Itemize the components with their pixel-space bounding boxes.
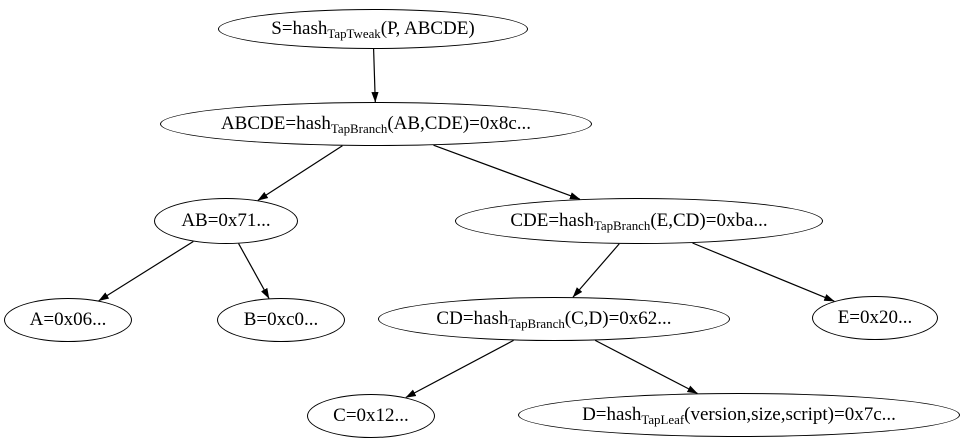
node-a: A=0x06... — [4, 298, 132, 342]
label-text: C=0x12... — [333, 404, 409, 426]
node-b: B=0xc0... — [217, 298, 345, 342]
label-subscript: TapBranch — [593, 218, 651, 234]
node-label-b: B=0xc0... — [244, 310, 319, 329]
label-text: CDE=hash — [510, 209, 594, 231]
node-label-a: A=0x06... — [30, 310, 107, 329]
node-abcde: ABCDE=hashTapBranch(AB,CDE)=0x8c... — [160, 102, 592, 146]
node-e: E=0x20... — [812, 296, 938, 340]
edge-cd-d — [594, 339, 698, 394]
label-subscript: TapTweak — [327, 26, 381, 42]
node-cd: CD=hashTapBranch(C,D)=0x62... — [378, 297, 730, 341]
edge-ab-a — [98, 240, 194, 302]
label-text: (AB,CDE)=0x8c... — [387, 112, 532, 134]
node-label-s: S=hashTapTweak(P, ABCDE) — [271, 17, 475, 42]
node-cde: CDE=hashTapBranch(E,CD)=0xba... — [455, 198, 823, 244]
node-label-ab: AB=0x71... — [181, 211, 270, 230]
label-subscript: TapLeaf — [641, 412, 685, 428]
label-text: (P, ABCDE) — [380, 17, 475, 39]
edge-abcde-ab — [257, 145, 343, 201]
label-text: AB=0x71... — [181, 209, 271, 231]
node-label-abcde: ABCDE=hashTapBranch(AB,CDE)=0x8c... — [220, 112, 532, 137]
node-s: S=hashTapTweak(P, ABCDE) — [218, 9, 528, 49]
label-text: CD=hash — [436, 307, 509, 329]
label-text: A=0x06... — [29, 308, 107, 330]
node-d: D=hashTapLeaf(version,size,script)=0x7c.… — [518, 393, 960, 437]
label-text: E=0x20... — [837, 306, 913, 328]
label-subscript: TapBranch — [330, 121, 388, 137]
edge-ab-b — [238, 243, 270, 299]
node-label-cd: CD=hashTapBranch(C,D)=0x62... — [436, 307, 672, 332]
label-text: B=0xc0... — [243, 308, 319, 330]
label-text: ABCDE=hash — [220, 112, 331, 134]
edge-cde-e — [692, 242, 835, 302]
label-text: (C,D)=0x62... — [564, 307, 672, 329]
node-ab: AB=0x71... — [154, 198, 298, 244]
node-c: C=0x12... — [307, 394, 435, 438]
label-subscript: TapBranch — [508, 316, 565, 332]
node-label-c: C=0x12... — [333, 406, 409, 425]
edge-cde-cd — [572, 243, 620, 298]
node-label-cde: CDE=hashTapBranch(E,CD)=0xba... — [510, 209, 768, 234]
node-label-d: D=hashTapLeaf(version,size,script)=0x7c.… — [582, 403, 896, 428]
edge-cd-c — [405, 339, 514, 399]
label-text: (E,CD)=0xba... — [650, 209, 768, 231]
label-text: D=hash — [582, 403, 642, 425]
edge-abcde-cde — [433, 144, 581, 200]
label-text: (version,size,script)=0x7c... — [684, 403, 896, 425]
node-label-e: E=0x20... — [838, 308, 913, 327]
label-text: S=hash — [271, 17, 328, 39]
edge-s-abcde — [371, 48, 379, 103]
